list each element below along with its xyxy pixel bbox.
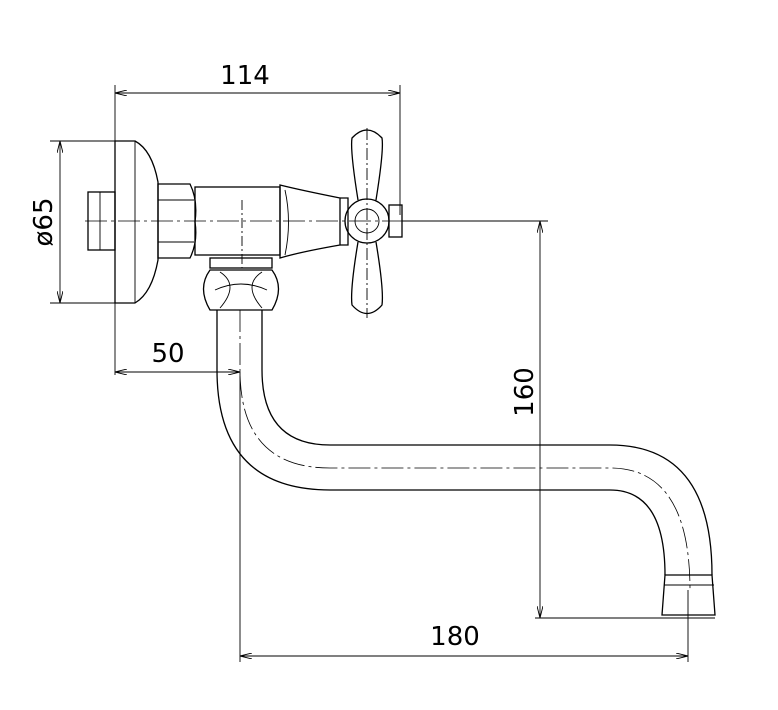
dimension-diameter-65: ø65 [29, 140, 115, 304]
dimension-label-50: 50 [151, 339, 184, 369]
dimension-114: 114 [114, 61, 401, 375]
valve-body [194, 184, 341, 268]
dimension-label-180: 180 [430, 622, 480, 652]
wall-flange [87, 140, 159, 304]
dimension-label-114: 114 [220, 61, 270, 91]
dimension-label-160: 160 [510, 367, 540, 417]
spout-pipe [216, 310, 716, 616]
dimension-label-diameter-65: ø65 [29, 198, 59, 247]
swivel-nut [202, 257, 280, 311]
dimension-160: 160 [402, 220, 715, 619]
dimension-180: 180 [239, 372, 689, 662]
dimension-50: 50 [115, 339, 240, 372]
spout-nozzle [661, 574, 716, 616]
cross-handle [340, 128, 403, 318]
